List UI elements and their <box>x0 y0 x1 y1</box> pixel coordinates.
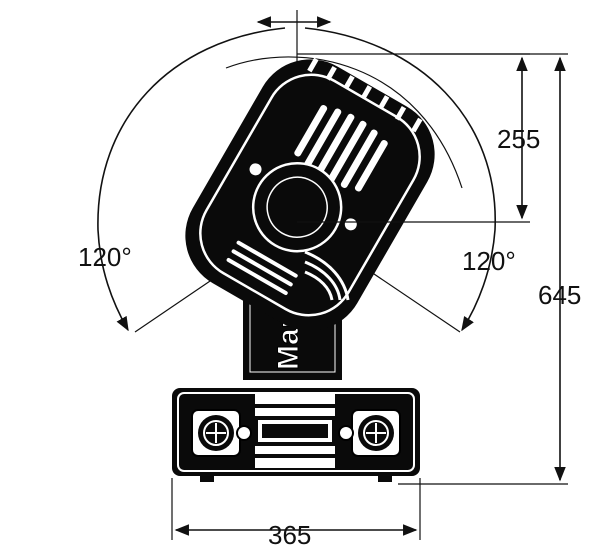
angle-left-label: 120° <box>78 242 132 272</box>
dimension-total-height <box>398 53 568 485</box>
head-offset-label: 255 <box>497 124 540 154</box>
base-left-panel <box>191 409 252 457</box>
total-height-label: 645 <box>538 280 581 310</box>
fixture-base <box>172 388 420 482</box>
fixture-head <box>185 57 435 331</box>
base-right-panel <box>338 409 401 457</box>
base-width-label: 365 <box>268 520 311 550</box>
angle-right-label: 120° <box>462 246 516 276</box>
dimension-base-width <box>171 478 421 540</box>
yoke-vent <box>304 250 350 301</box>
tilt-range-arc <box>97 16 496 332</box>
